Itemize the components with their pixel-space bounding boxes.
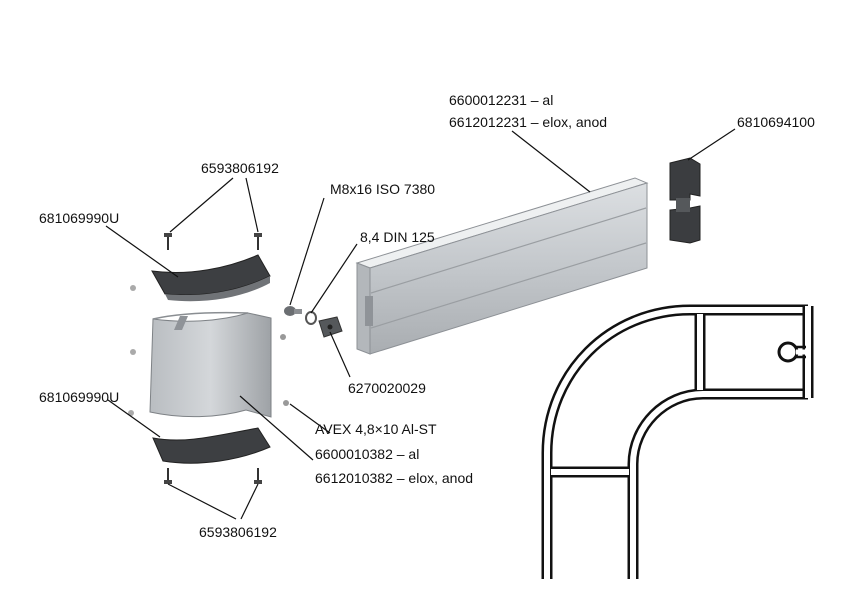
label-bolt: M8x16 ISO 7380: [330, 181, 436, 197]
label-plate: 6270020029: [348, 380, 426, 396]
end-cap: [669, 157, 701, 244]
top-cover-part: [151, 254, 271, 302]
label-screw-top: 6593806192: [201, 160, 279, 176]
label-corner-al: 6600010382 – al: [315, 446, 420, 462]
label-profile-al: 6600012231 – al: [449, 92, 554, 108]
small-rivets: [128, 285, 289, 416]
bottom-cover-part: [152, 427, 271, 464]
label-end-cap: 6810694100: [737, 114, 815, 130]
cross-section: [541, 304, 814, 579]
plate-part: [318, 316, 343, 338]
label-profile-elox: 6612012231 – elox, anod: [449, 114, 608, 130]
label-corner-elox: 6612010382 – elox, anod: [315, 470, 474, 486]
bottom-screws: [164, 468, 262, 484]
washer-part: [305, 311, 317, 325]
straight-profile: [355, 177, 649, 355]
corner-piece-part: [149, 311, 272, 418]
label-cover-top: 681069990U: [39, 210, 120, 226]
label-cover-bottom: 681069990U: [39, 389, 120, 405]
leader-lines: [105, 128, 736, 520]
bolt-part: [284, 306, 302, 316]
label-rivet: AVEX 4,8×10 Al-ST: [315, 421, 437, 437]
label-washer: 8,4 DIN 125: [360, 229, 435, 245]
top-screws: [164, 233, 262, 250]
label-screw-bottom: 6593806192: [199, 524, 277, 540]
